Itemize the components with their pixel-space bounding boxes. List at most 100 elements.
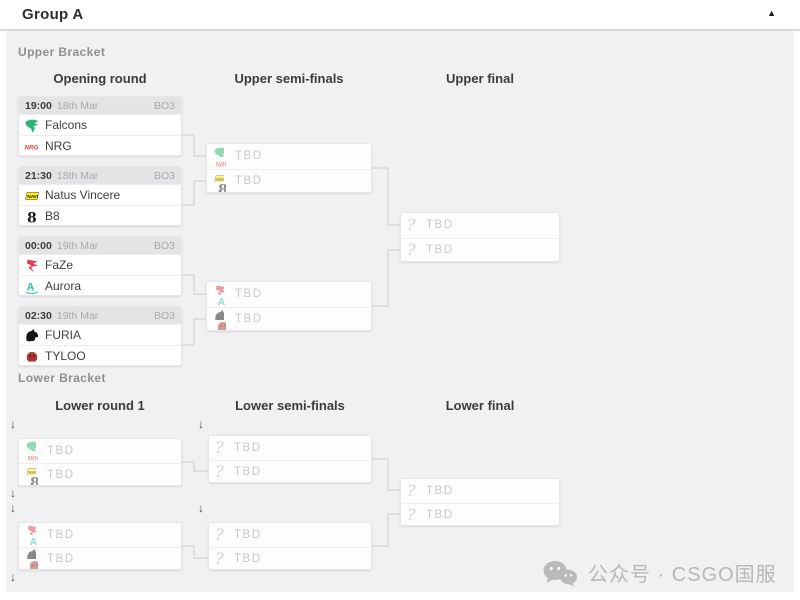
- question-icon: ?: [215, 524, 224, 544]
- match-time: 00:00: [25, 239, 52, 252]
- team-row-furia[interactable]: FURIA: [19, 324, 181, 345]
- match-card-lower-round1-2: TBD TBD: [18, 522, 182, 570]
- tbd-label: TBD: [426, 244, 454, 257]
- tbd-slot: TBD: [19, 439, 181, 463]
- match-card-upper-semi-1: TBD TBD: [206, 143, 372, 193]
- lower-bracket-label: Lower Bracket: [18, 371, 106, 385]
- match-date: 19th Mar: [56, 309, 99, 322]
- column-header-opening-round: Opening round: [53, 71, 147, 86]
- tbd-slot: ? TBD: [209, 546, 371, 569]
- tbd-slot: ? TBD: [209, 459, 371, 482]
- team-name: NRG: [45, 139, 72, 153]
- natus-vincere-logo-icon: [25, 191, 39, 200]
- tbd-label: TBD: [234, 465, 262, 478]
- match-format: BO3: [153, 169, 175, 182]
- column-header-lower-final: Lower final: [445, 398, 515, 413]
- tbd-label: TBD: [47, 444, 75, 457]
- match-format: BO3: [153, 99, 175, 112]
- tbd-slot: TBD: [207, 282, 371, 307]
- tbd-slot: TBD: [207, 168, 371, 192]
- team-row-falcons[interactable]: Falcons: [19, 114, 181, 135]
- match-card-lower-round1-1: TBD TBD: [18, 438, 182, 486]
- team-name: FaZe: [45, 258, 74, 272]
- tbd-slot: ? TBD: [401, 479, 559, 503]
- match-date: 19th Mar: [56, 239, 99, 252]
- question-icon: ?: [407, 480, 416, 500]
- tyloo-logo-icon: [217, 321, 226, 330]
- match-card-opening-3: 00:00 19th Mar BO3 FaZe Aurora: [18, 236, 182, 296]
- match-format: BO3: [153, 239, 175, 252]
- team-name: Falcons: [45, 118, 88, 132]
- team-name: Aurora: [45, 279, 82, 293]
- tbd-label: TBD: [426, 484, 454, 497]
- collapse-chevron-up-icon[interactable]: ▲: [767, 8, 776, 18]
- tbd-slot: TBD: [19, 523, 181, 547]
- team-name: Natus Vincere: [45, 188, 121, 202]
- tbd-label: TBD: [47, 552, 75, 565]
- tbd-slot: TBD: [207, 144, 371, 169]
- match-header: 00:00 19th Mar BO3: [19, 237, 181, 254]
- falcons-logo-icon: [25, 119, 39, 132]
- match-time: 21:30: [25, 169, 52, 182]
- tyloo-logo-icon: [26, 351, 38, 362]
- team-row-nrg[interactable]: NRG: [19, 135, 181, 155]
- possible-teams-icons: [213, 309, 228, 330]
- match-card-lower-final: ? TBD ? TBD: [400, 478, 560, 526]
- match-time: 02:30: [25, 309, 52, 322]
- tbd-slot: TBD: [19, 546, 181, 569]
- column-header-lower-semi-finals: Lower semi-finals: [235, 398, 345, 413]
- possible-teams-icons: [213, 171, 228, 192]
- tbd-slot: ? TBD: [401, 502, 559, 525]
- question-icon: ?: [215, 548, 224, 568]
- possible-teams-icons: [25, 524, 40, 546]
- tbd-slot: ? TBD: [401, 213, 559, 238]
- tbd-label: TBD: [235, 175, 263, 188]
- team-row-aurora[interactable]: Aurora: [19, 275, 181, 295]
- drop-down-arrow-icon: ↓: [10, 570, 16, 584]
- match-header: 02:30 19th Mar BO3: [19, 307, 181, 324]
- match-card-lower-semi-2: ? TBD ? TBD: [208, 522, 372, 570]
- match-header: 19:00 18th Mar BO3: [19, 97, 181, 114]
- team-name: TYLOO: [45, 349, 86, 363]
- column-header-upper-final: Upper final: [446, 71, 514, 86]
- match-date: 18th Mar: [56, 99, 99, 112]
- team-row-tyloo[interactable]: TYLOO: [19, 345, 181, 365]
- possible-teams-icons: [213, 146, 228, 167]
- match-card-lower-semi-1: ? TBD ? TBD: [208, 435, 372, 483]
- group-header-bar: Group A ▲: [0, 0, 800, 31]
- tbd-label: TBD: [234, 441, 262, 454]
- nrg-logo-icon: [24, 144, 39, 151]
- possible-teams-icons: [213, 284, 228, 305]
- drop-down-arrow-icon: ↓: [10, 486, 16, 500]
- b8-logo-icon: [218, 182, 226, 192]
- team-row-natus-vincere[interactable]: Natus Vincere: [19, 184, 181, 205]
- drop-down-arrow-icon: ↓: [198, 417, 204, 431]
- watermark-text: 公众号 · CSGO国服: [588, 564, 777, 586]
- tyloo-logo-icon: [29, 561, 38, 569]
- drop-down-arrow-icon: ↓: [198, 501, 204, 515]
- team-row-b8[interactable]: B8: [19, 205, 181, 225]
- match-date: 18th Mar: [56, 169, 99, 182]
- match-card-upper-final: ? TBD ? TBD: [400, 212, 560, 262]
- column-header-upper-semi-finals: Upper semi-finals: [234, 71, 344, 86]
- possible-teams-icons: [25, 548, 40, 569]
- column-header-lower-round-1: Lower round 1: [55, 398, 145, 413]
- possible-teams-icons: [25, 440, 40, 462]
- question-icon: ?: [407, 240, 416, 260]
- watermark: 公众号 · CSGO国服: [542, 558, 777, 587]
- tbd-slot: TBD: [207, 306, 371, 330]
- tbd-label: TBD: [235, 288, 263, 301]
- b8-logo-icon: [27, 210, 37, 224]
- team-row-faze[interactable]: FaZe: [19, 254, 181, 275]
- question-icon: ?: [215, 461, 224, 481]
- tbd-label: TBD: [426, 508, 454, 521]
- faze-logo-icon: [27, 259, 38, 272]
- match-card-opening-2: 21:30 18th Mar BO3 Natus Vincere B8: [18, 166, 182, 226]
- team-name: B8: [45, 209, 60, 223]
- b8-logo-icon: [30, 475, 38, 485]
- match-card-opening-1: 19:00 18th Mar BO3 Falcons NRG: [18, 96, 182, 156]
- aurora-logo-icon: [216, 295, 226, 305]
- drop-down-arrow-icon: ↓: [10, 501, 16, 515]
- team-name: FURIA: [45, 328, 81, 342]
- furia-logo-icon: [26, 328, 39, 341]
